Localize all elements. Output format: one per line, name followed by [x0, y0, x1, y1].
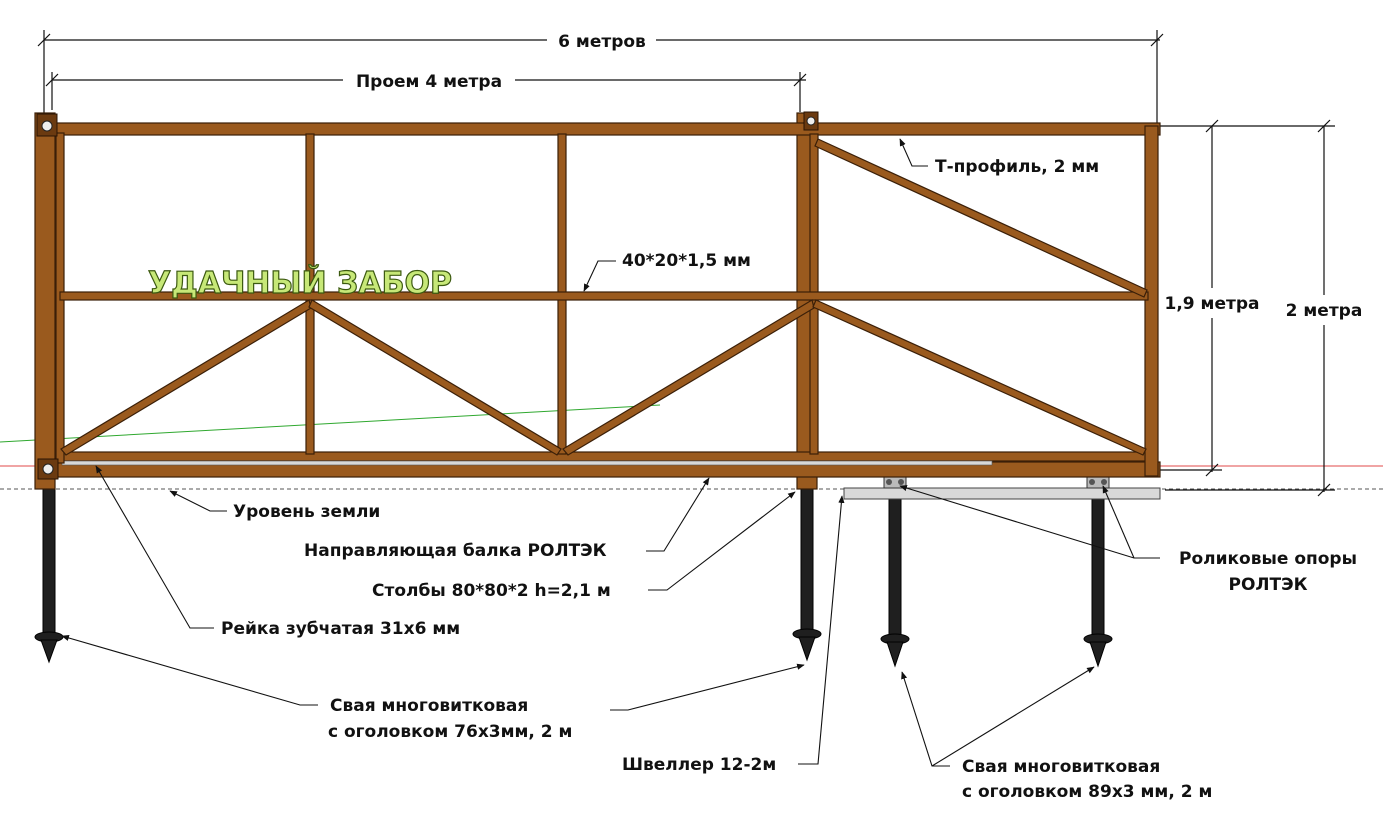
- dimension-total-width: 6 метров: [37, 30, 1164, 125]
- callout-tube: 40*20*1,5 мм: [583, 251, 751, 292]
- gate-frame: [47, 122, 1161, 478]
- roller-support-2: [1086, 476, 1110, 489]
- callout-rollers: Роликовые опоры РОЛТЭК: [899, 485, 1357, 595]
- post-left: [34, 112, 56, 490]
- dimension-inner-height: 1,9 метра: [1160, 119, 1260, 477]
- callout-pile-small: Свая многовитковая с оголовком 76х3мм, 2…: [61, 634, 805, 742]
- total-width-label: 6 метров: [558, 32, 646, 52]
- callout-channel: Швеллер 12-2м: [622, 495, 845, 775]
- callout-ground-level: Уровень земли: [169, 490, 380, 522]
- pile-large-line2: с оголовком 89х3 мм, 2 м: [962, 782, 1212, 802]
- inner-height-label: 1,9 метра: [1165, 294, 1260, 314]
- callout-t-profile: Т-профиль, 2 мм: [899, 138, 1099, 177]
- ground-level-label: Уровень земли: [233, 502, 380, 522]
- pile-support-1: [880, 498, 910, 668]
- dimension-opening-width: Проем 4 метра: [45, 72, 807, 112]
- posts-label: Столбы 80*80*2 h=2,1 м: [372, 581, 611, 601]
- pile-support-2: [1083, 498, 1113, 668]
- channel-label: Швеллер 12-2м: [622, 755, 776, 775]
- rollers-line1: Роликовые опоры: [1179, 549, 1357, 569]
- rollers-line2: РОЛТЭК: [1229, 575, 1308, 595]
- callout-gear-rack: Рейка зубчатая 31х6 мм: [95, 465, 460, 639]
- brand-watermark: УДАЧНЫЙ ЗАБОР: [148, 265, 452, 301]
- tube-label: 40*20*1,5 мм: [622, 251, 751, 271]
- total-height-label: 2 метра: [1286, 301, 1363, 321]
- gear-rack-label: Рейка зубчатая 31х6 мм: [221, 619, 460, 639]
- guide-beam-label: Направляющая балка РОЛТЭК: [304, 541, 607, 561]
- channel-beam: [843, 487, 1161, 500]
- callout-guide-beam: Направляющая балка РОЛТЭК: [304, 477, 710, 561]
- gear-rack: [61, 460, 993, 466]
- pile-large-line1: Свая многовитковая: [962, 757, 1160, 777]
- callout-posts: Столбы 80*80*2 h=2,1 м: [372, 491, 796, 601]
- pile-small-line2: с оголовком 76х3мм, 2 м: [328, 722, 572, 742]
- dimension-total-height: 2 метра: [1165, 119, 1363, 497]
- horizon-green-line: [0, 404, 661, 443]
- pile-small-line1: Свая многовитковая: [330, 696, 528, 716]
- callout-pile-large: Свая многовитковая с оголовком 89х3 мм, …: [901, 666, 1212, 802]
- pile-left: [34, 487, 64, 664]
- t-profile-label: Т-профиль, 2 мм: [935, 157, 1099, 177]
- opening-width-label: Проем 4 метра: [356, 72, 502, 92]
- pile-post: [792, 487, 822, 662]
- hinge-hardware: [36, 111, 819, 480]
